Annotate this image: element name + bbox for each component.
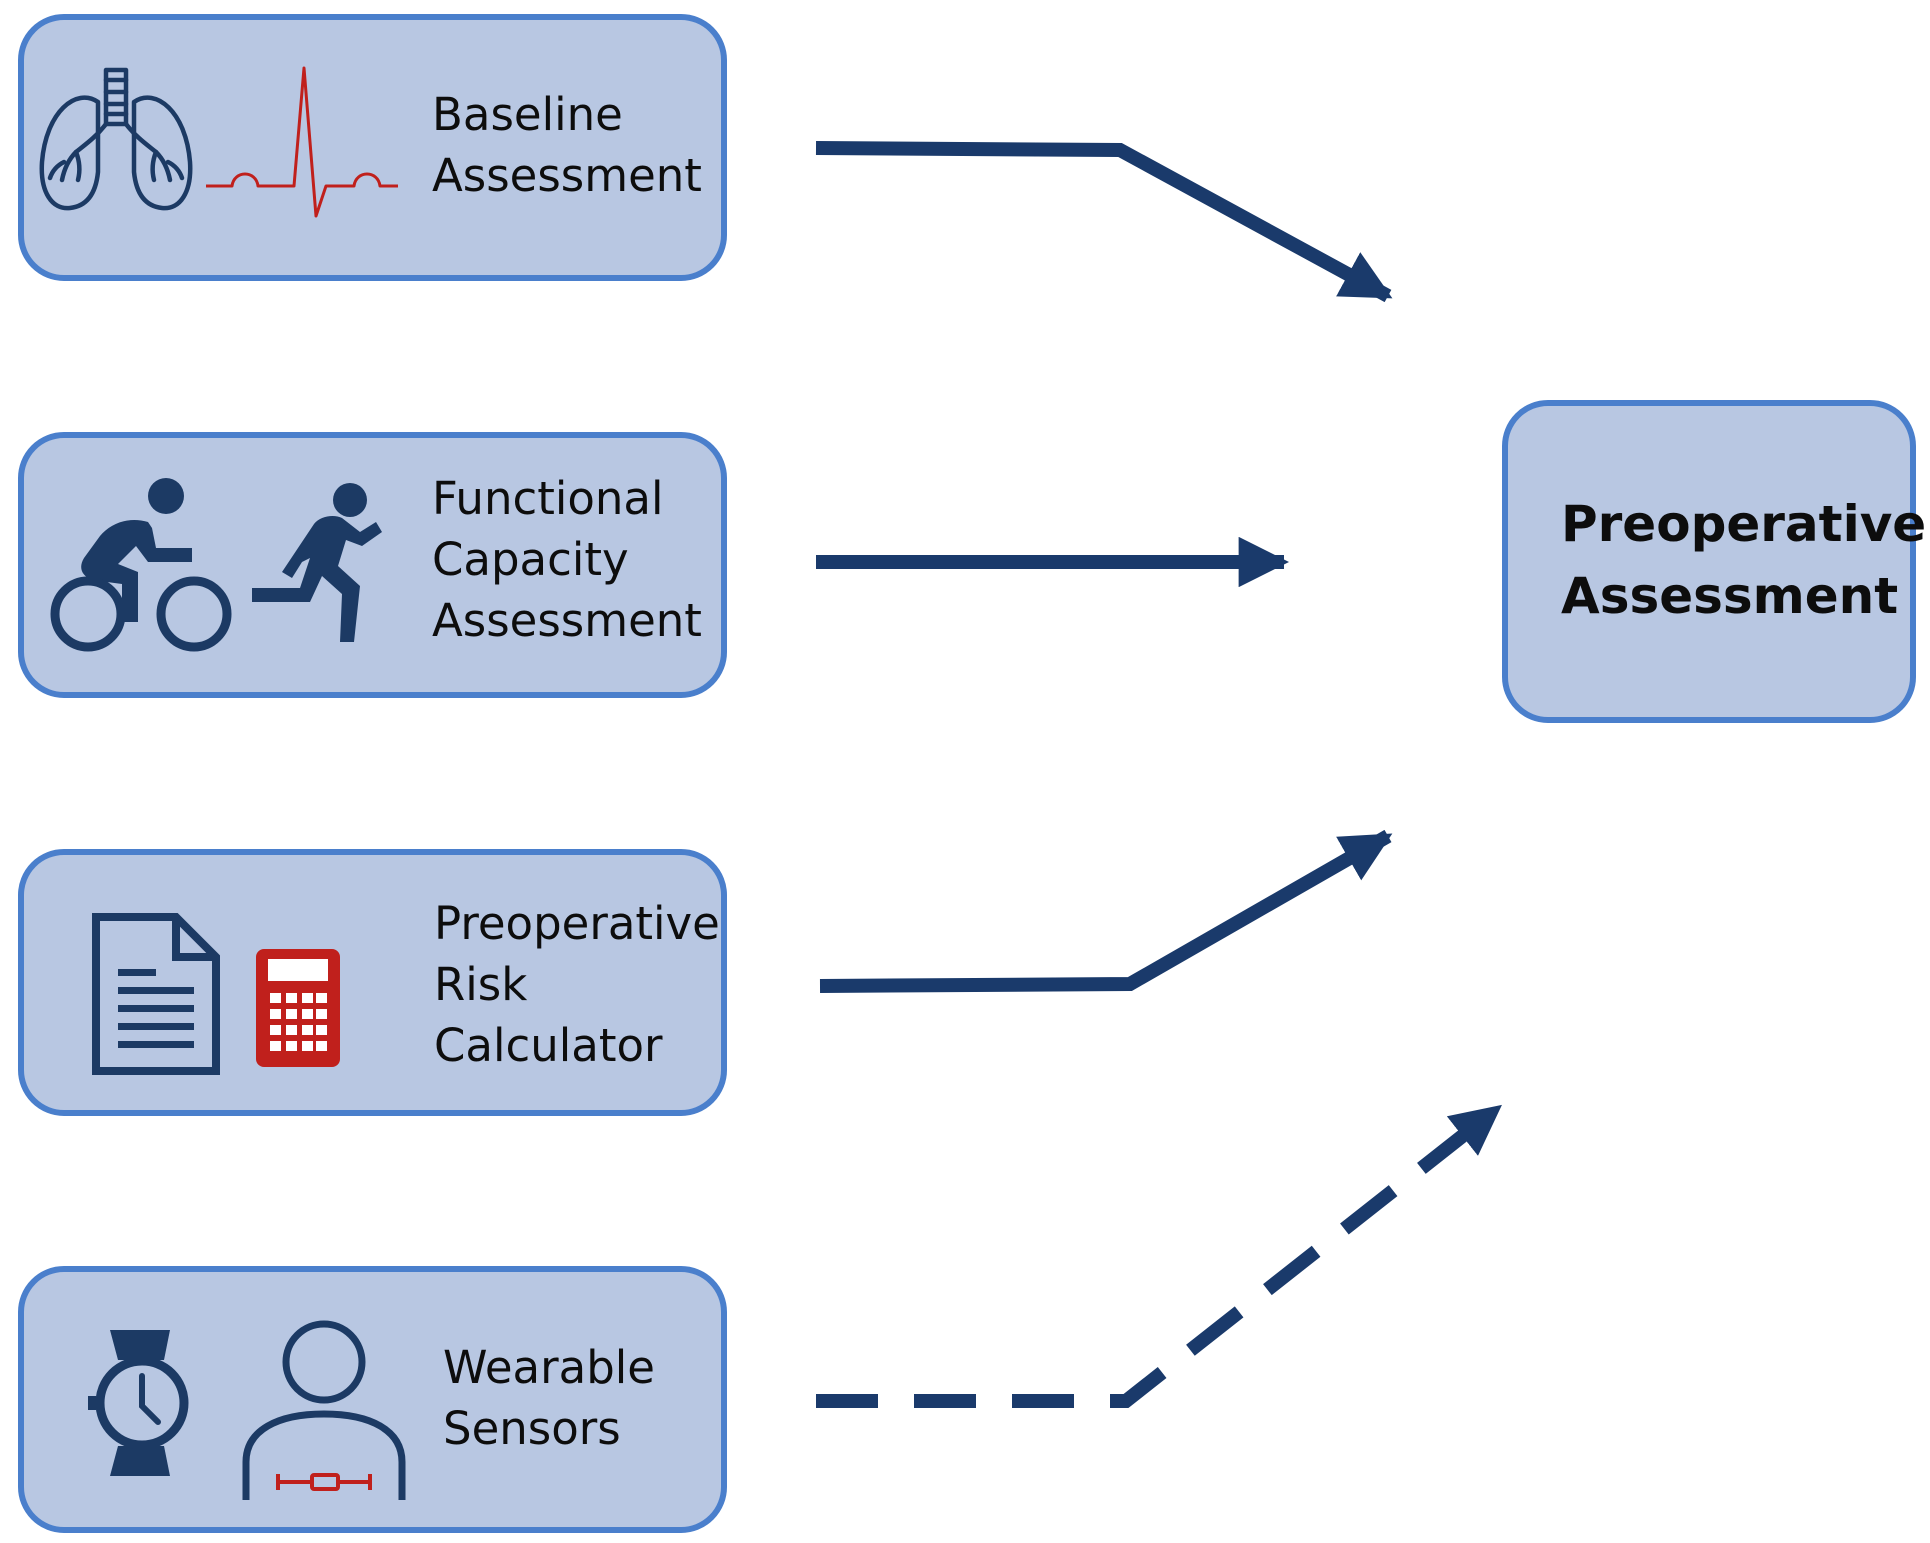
label-line: Capacity	[432, 533, 629, 586]
baseline-assessment-label: Baseline Assessment	[432, 84, 702, 206]
label-line: Preoperative	[434, 897, 720, 950]
ecg-icon	[206, 66, 398, 218]
risk-calculator-to-preoperative-arrow	[819, 829, 1393, 993]
functional-capacity-assessment-label: Functional Capacity Assessment	[432, 468, 702, 651]
label-line: Wearable	[443, 1341, 655, 1394]
person-chest-sensor-icon	[242, 1320, 406, 1500]
runner-icon	[252, 483, 382, 642]
label-line: Risk	[434, 958, 528, 1011]
cyclist-icon	[50, 478, 232, 652]
label-line: Assessment	[432, 594, 702, 647]
wearable-sensors-box	[18, 1266, 727, 1533]
functional-capacity-assessment-box	[18, 432, 727, 698]
label-line: Assessment	[1561, 567, 1899, 625]
label-line: Assessment	[432, 149, 702, 202]
wearable-sensors-to-preoperative-arrow	[816, 1102, 1503, 1408]
label-line: Preoperative	[1561, 495, 1927, 553]
label-line: Sensors	[443, 1402, 621, 1455]
preoperative-assessment-label: Preoperative Assessment	[1561, 488, 1926, 632]
preoperative-risk-calculator-label: Preoperative Risk Calculator	[434, 893, 720, 1076]
label-line: Baseline	[432, 88, 623, 141]
watch-icon	[88, 1330, 189, 1476]
document-icon	[92, 913, 220, 1075]
lungs-icon	[39, 67, 193, 211]
baseline-to-preoperative-arrow	[815, 141, 1393, 303]
label-line: Calculator	[434, 1019, 663, 1072]
wearable-sensors-label: Wearable Sensors	[443, 1337, 655, 1459]
label-line: Functional	[432, 472, 664, 525]
preoperative-assessment-box	[1502, 400, 1916, 723]
calculator-icon	[256, 949, 340, 1067]
